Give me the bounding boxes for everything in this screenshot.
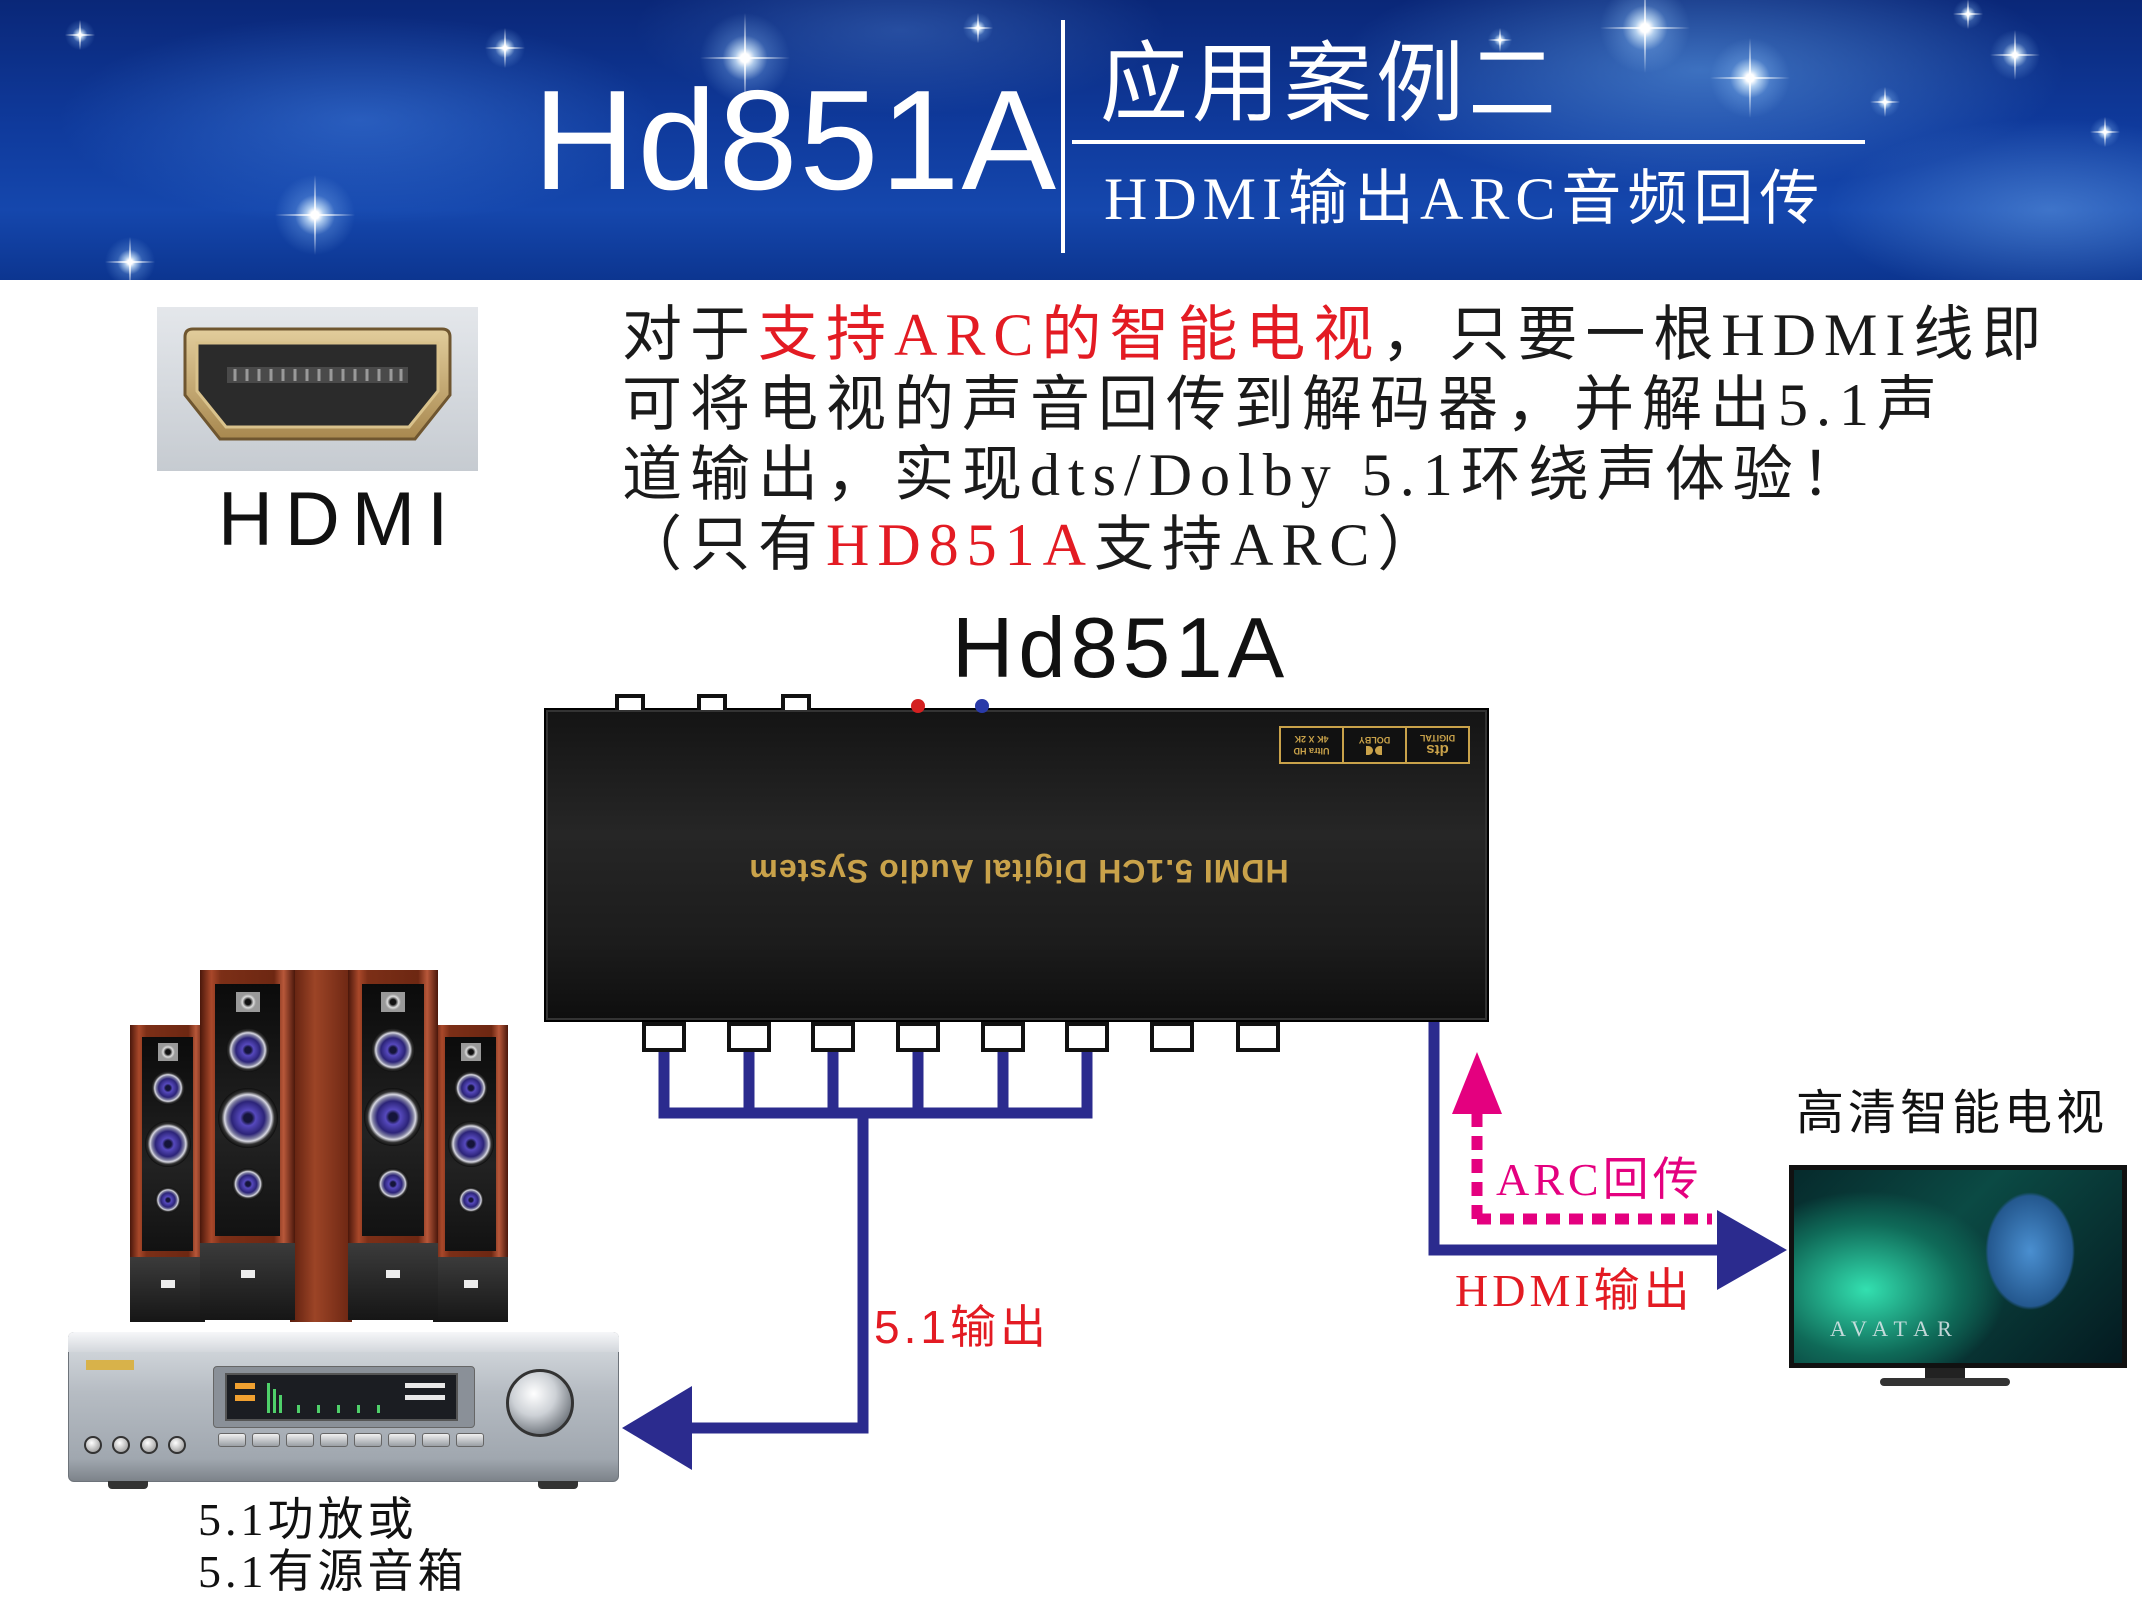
smart-tv-illustration: AVATAR xyxy=(1789,1165,2127,1368)
device-output-port xyxy=(811,1022,855,1052)
star-decoration xyxy=(1953,0,1983,29)
hdmi-port-icon xyxy=(157,307,478,471)
star-decoration xyxy=(700,13,790,103)
woofer-icon xyxy=(225,1028,270,1072)
speaker-cabinet-panel xyxy=(290,970,352,1322)
dts-sub-label: DIGITAL xyxy=(1419,733,1456,743)
description-line: （只有HD851A支持ARC） xyxy=(622,510,2122,580)
speaker-tower xyxy=(433,1025,508,1322)
rca-jack-red xyxy=(911,699,925,713)
audio-system-label: 5.1功放或 5.1有源音箱 xyxy=(198,1494,468,1598)
hd851a-device: dts DIGITAL DOLBY Ultra HD 4K X 2K HDMI … xyxy=(544,708,1489,1022)
star-decoration xyxy=(485,28,525,68)
product-name: Hd851A xyxy=(533,61,1059,220)
amplifier-logo xyxy=(86,1360,134,1370)
description-text: （只有 xyxy=(622,512,826,578)
tv-stand-base xyxy=(1880,1378,2010,1386)
hdmi-out-label: HDMI输出 xyxy=(1455,1265,1694,1316)
resolution-label: 4K X 2K xyxy=(1294,734,1329,745)
hdmi-port-label: HDMI xyxy=(218,477,461,562)
tv-label: 高清智能电视 xyxy=(1796,1087,2109,1140)
woofer-icon xyxy=(453,1070,488,1105)
star-decoration xyxy=(1600,0,1690,73)
device-output-port xyxy=(1150,1022,1194,1052)
tweeter-icon xyxy=(381,992,405,1012)
arc-return-label: ARC回传 xyxy=(1496,1154,1703,1205)
description-highlight: HD851A xyxy=(826,512,1094,578)
woofer-icon xyxy=(364,1088,422,1146)
woofer-icon xyxy=(457,1186,484,1213)
description-highlight: 支持ARC的智能电视 xyxy=(758,302,1382,368)
uhd-label: Ultra HD xyxy=(1293,746,1330,757)
woofer-icon xyxy=(217,1088,278,1148)
header-banner: Hd851A 应用案例二 HDMI输出ARC音频回传 xyxy=(0,0,2142,280)
device-output-port xyxy=(727,1022,771,1052)
page-title: 应用案例二 xyxy=(1100,37,1561,134)
amplifier-illustration xyxy=(68,1332,619,1489)
audio-system-label-line1: 5.1功放或 xyxy=(198,1494,418,1545)
star-decoration xyxy=(275,175,355,255)
woofer-icon xyxy=(377,1168,409,1200)
woofer-icon xyxy=(371,1028,415,1072)
header-divider-horizontal xyxy=(1072,140,1865,144)
woofer-icon xyxy=(447,1120,494,1167)
rca-jack-blue xyxy=(975,699,989,713)
device-output-port xyxy=(981,1022,1025,1052)
badge-dolby: DOLBY xyxy=(1344,728,1407,762)
arc-return-arrow xyxy=(1452,1052,1502,1114)
description-paragraph: 对于支持ARC的智能电视，只要一根HDMI线即 可将电视的声音回传到解码器，并解… xyxy=(622,300,2122,580)
device-output-port xyxy=(1236,1022,1280,1052)
dts-logo: dts xyxy=(1426,741,1449,758)
speaker-tower xyxy=(348,970,438,1320)
speaker-tower xyxy=(130,1025,205,1322)
device-output-port xyxy=(642,1022,686,1052)
amplifier-display xyxy=(225,1373,458,1421)
star-decoration xyxy=(963,13,993,43)
star-decoration xyxy=(1990,30,2040,80)
audio-out-label: 5.1输出 xyxy=(874,1301,1050,1353)
tweeter-icon xyxy=(157,1042,178,1061)
description-text: ，只要一根HDMI线即 xyxy=(1381,302,2050,368)
star-decoration xyxy=(1488,28,1512,52)
speaker-set-illustration xyxy=(130,963,510,1323)
woofer-icon xyxy=(150,1070,185,1105)
description-line: 可将电视的声音回传到解码器，并解出5.1声 xyxy=(622,372,1945,438)
certification-badge: dts DIGITAL DOLBY Ultra HD 4K X 2K xyxy=(1279,726,1470,764)
badge-uhd: Ultra HD 4K X 2K xyxy=(1281,728,1344,762)
audio-system-label-line2: 5.1有源音箱 xyxy=(198,1546,468,1597)
star-decoration xyxy=(65,20,95,50)
description-text: 对于 xyxy=(622,302,758,368)
tv-screen-text: AVATAR xyxy=(1830,1316,1960,1341)
description-line: 道输出，实现dts/Dolby 5.1环绕声体验！ xyxy=(622,442,1869,508)
device-output-port xyxy=(896,1022,940,1052)
star-decoration xyxy=(1870,87,1900,117)
device-panel-text: HDMI 5.1CH Digital Audio System xyxy=(748,853,1289,889)
device-input-port xyxy=(781,694,811,710)
dolby-label: DOLBY xyxy=(1358,735,1391,745)
device-input-port xyxy=(697,694,727,710)
dolby-icon xyxy=(1366,746,1383,755)
tv-stand xyxy=(1925,1368,1965,1380)
badge-dts: dts DIGITAL xyxy=(1407,728,1468,762)
arrow-to-tv xyxy=(1717,1210,1787,1290)
device-label: Hd851A xyxy=(952,601,1290,696)
description-text: 支持ARC） xyxy=(1094,512,1446,578)
woofer-icon xyxy=(154,1186,181,1213)
woofer-icon xyxy=(144,1120,191,1167)
star-decoration xyxy=(1710,38,1790,118)
volume-knob-icon xyxy=(506,1369,574,1437)
arrow-to-amplifier xyxy=(622,1386,692,1470)
woofer-icon xyxy=(231,1168,264,1200)
tweeter-icon xyxy=(235,992,260,1012)
star-decoration xyxy=(2090,117,2120,147)
page-subtitle: HDMI输出ARC音频回传 xyxy=(1104,166,1826,232)
star-decoration xyxy=(105,237,155,280)
description-line: 对于支持ARC的智能电视，只要一根HDMI线即 xyxy=(622,300,2122,370)
speaker-tower xyxy=(200,970,295,1320)
device-input-port xyxy=(615,694,645,710)
device-output-port xyxy=(1065,1022,1109,1052)
header-divider-vertical xyxy=(1061,20,1065,253)
tweeter-icon xyxy=(460,1042,481,1061)
